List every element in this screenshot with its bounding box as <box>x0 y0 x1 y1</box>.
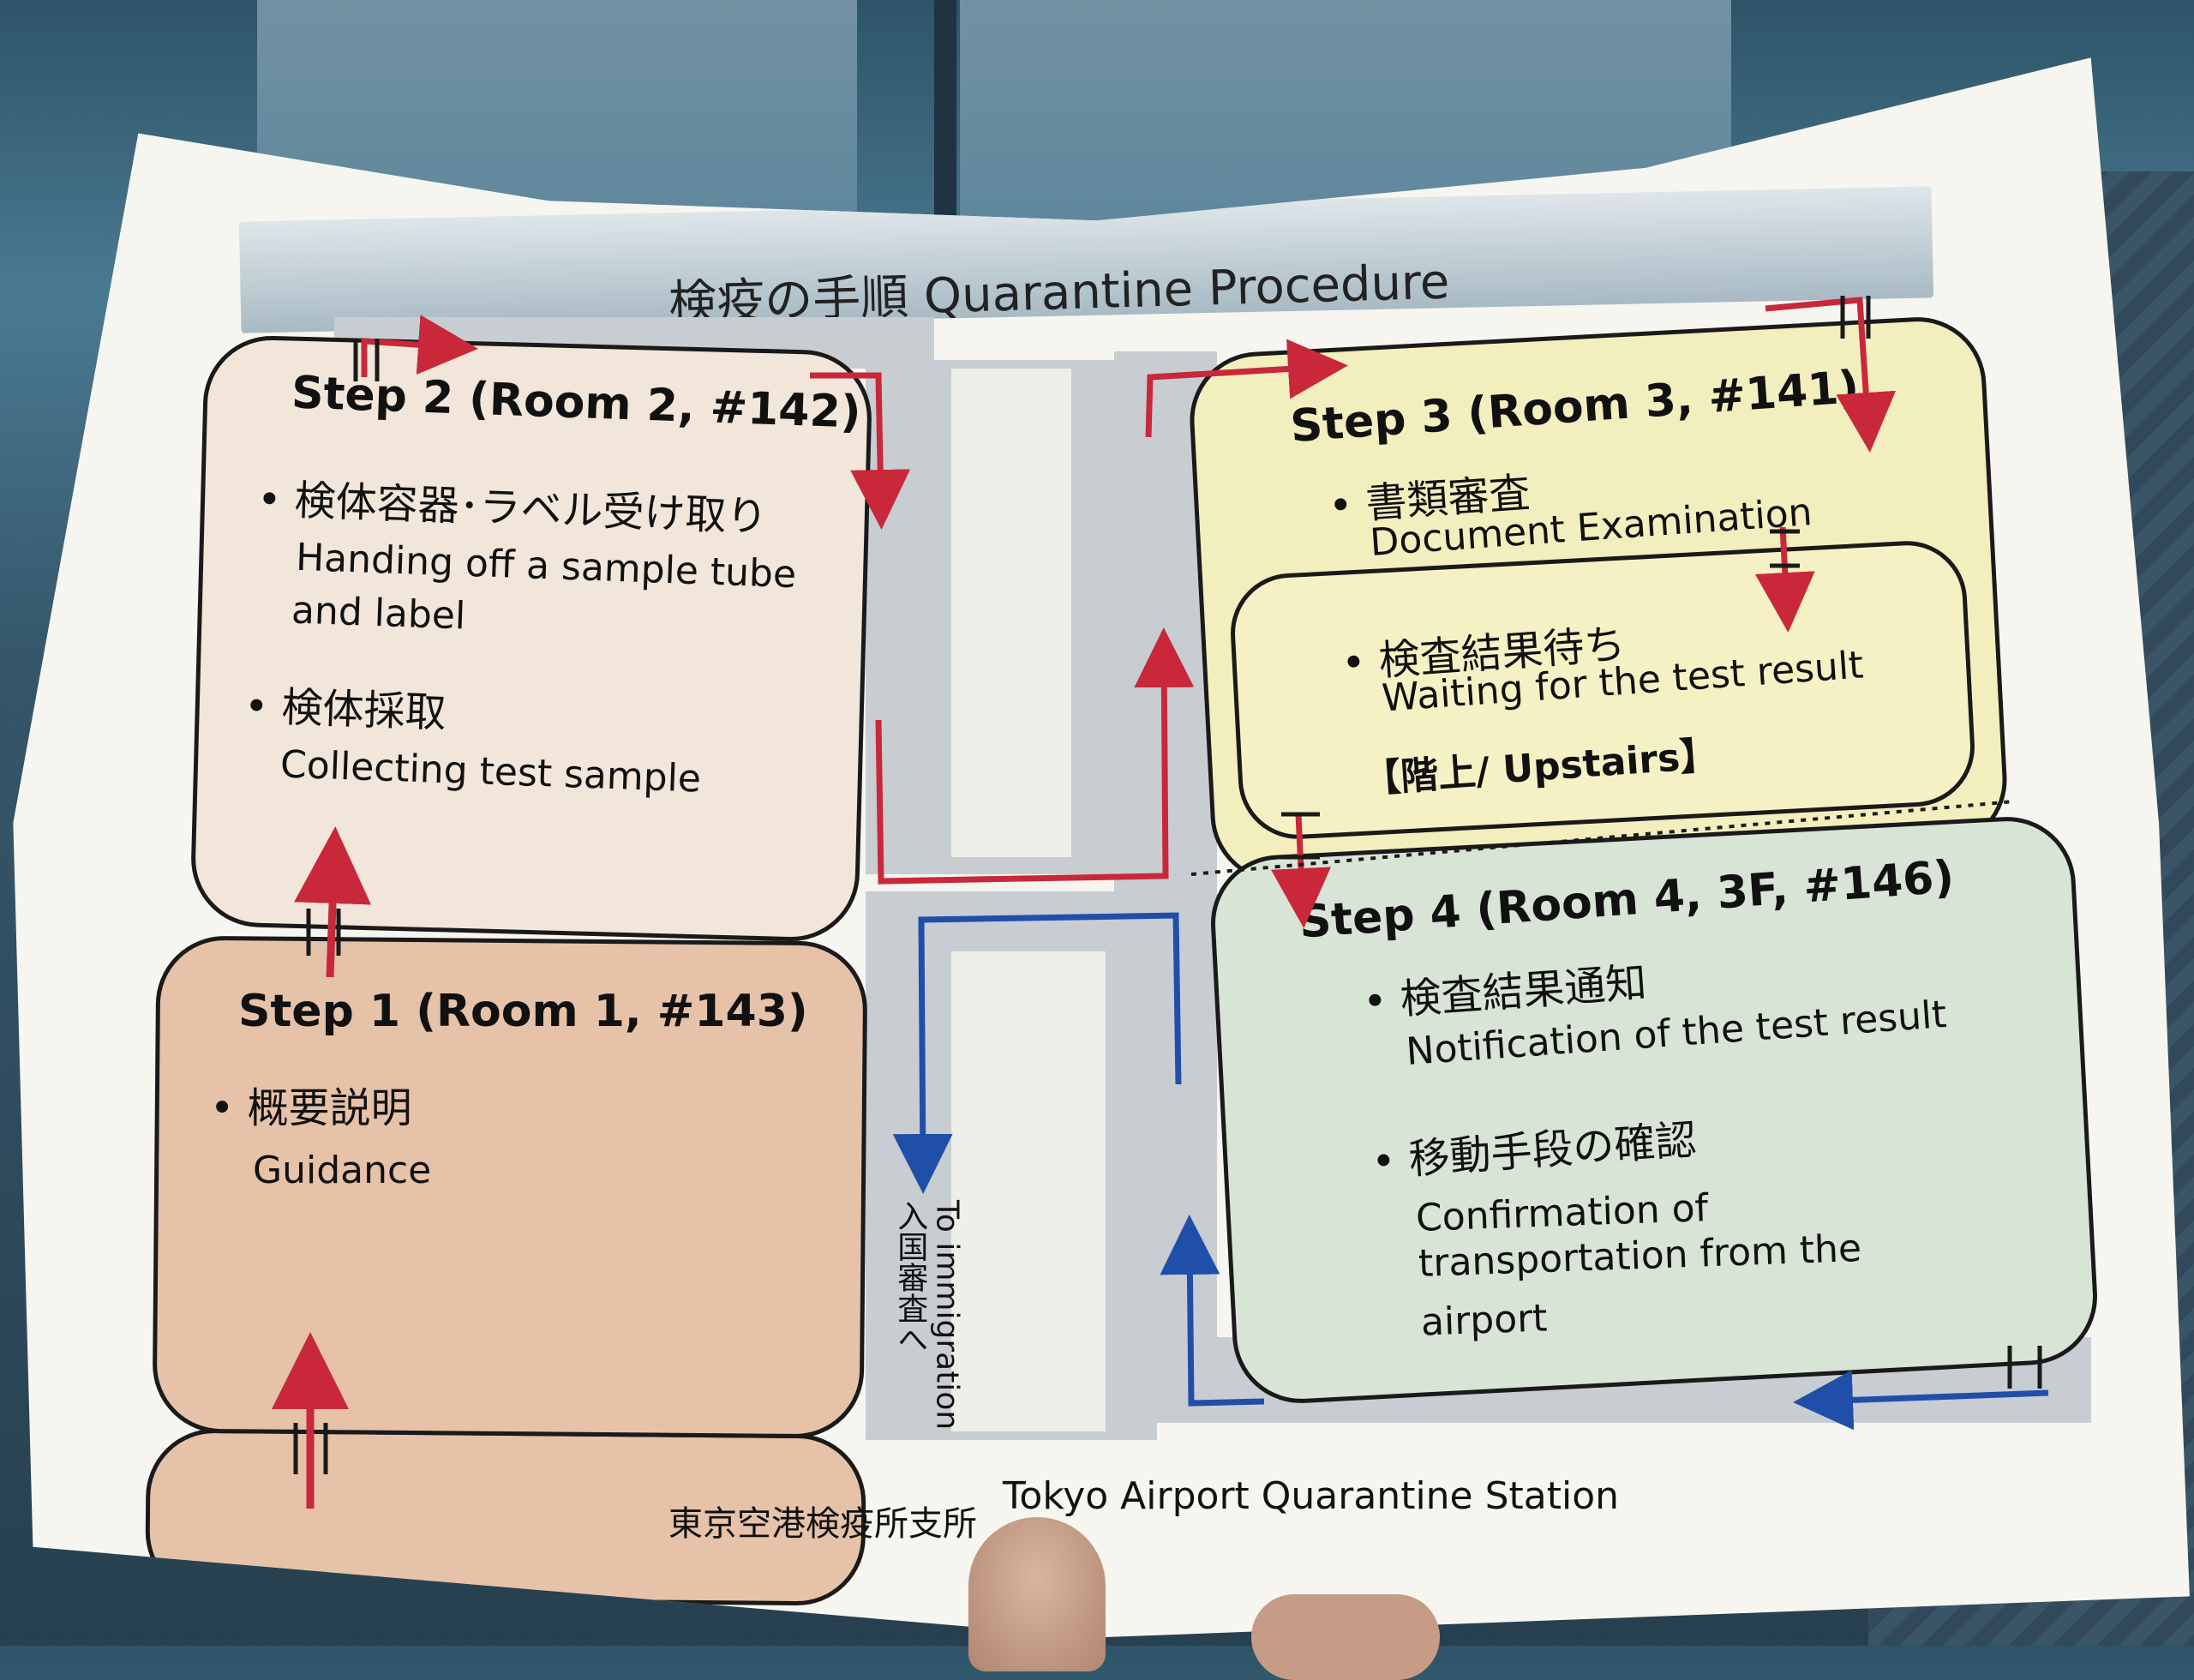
arrow-step1-to-step2 <box>294 826 372 978</box>
arrow-step4-exit <box>1793 1370 2049 1431</box>
arrow-to-corridor-up <box>1160 1215 1265 1407</box>
arrow-to-step3 <box>1145 339 1348 438</box>
flow-arrows <box>272 296 2049 1509</box>
step1-title: Step 1 (Room 1, #143) <box>238 986 808 1037</box>
dotted-separator <box>1190 800 2015 876</box>
footer-jp: 東京空港検疫所支所 <box>668 1504 977 1544</box>
finger <box>1251 1594 1440 1680</box>
arrow-step3-top <box>1765 297 1897 453</box>
step1-item1-en: Guidance <box>253 1149 432 1192</box>
corridor-gap-top <box>951 369 1071 857</box>
corridor-gap-bottom <box>951 951 1106 1431</box>
footer-en: Tokyo Airport Quarantine Station <box>1003 1474 1620 1518</box>
quarantine-procedure-sheet: 検疫の手順 Quarantine Procedure Step 2 (Room … <box>0 0 2194 1646</box>
to-immigration-en: To immigration <box>929 1200 965 1431</box>
step1-item1-jp: 概要説明 <box>210 1084 412 1133</box>
arrow-corridor-down <box>810 372 911 530</box>
arrow-corridor-up <box>875 627 1195 885</box>
arrow-to-immigration <box>892 912 1182 1194</box>
to-immigration-jp: 入国審査へ <box>892 1200 928 1354</box>
arrow-step2-exit <box>361 315 478 377</box>
door-marks <box>293 296 2042 1474</box>
thumb <box>968 1517 1106 1671</box>
to-immigration-label: To immigration 入国審査へ <box>891 1200 965 1430</box>
